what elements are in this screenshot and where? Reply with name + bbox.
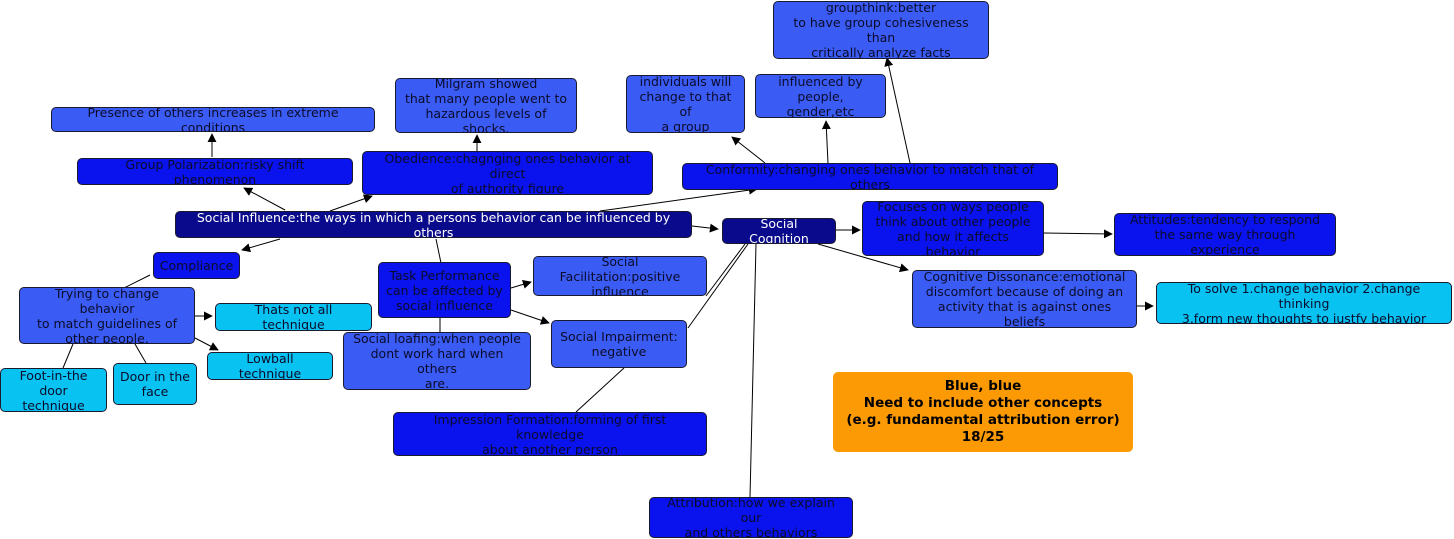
edge-cognition-impairment bbox=[687, 243, 749, 329]
node-social-cognition[interactable]: Social Cognition bbox=[722, 218, 836, 244]
node-focuses-on[interactable]: Focuses on ways people think about other… bbox=[862, 201, 1044, 256]
edge-influence-grouppolarization bbox=[243, 187, 286, 211]
node-cognitive-dissonance[interactable]: Cognitive Dissonance:emotional discomfor… bbox=[912, 270, 1137, 328]
edge-conformity-influencedby bbox=[821, 120, 831, 164]
node-presence-of-others[interactable]: Presence of others increases in extreme … bbox=[51, 107, 375, 132]
edge-compliance-trying bbox=[123, 274, 151, 289]
node-trying-to-change[interactable]: Trying to change behavior to match guide… bbox=[19, 287, 195, 344]
edge-influence-conformity bbox=[599, 185, 758, 212]
node-task-performance[interactable]: Task Performance can be affected by soci… bbox=[378, 262, 511, 318]
node-social-facilitation[interactable]: Social Facilitation:positive influence bbox=[533, 256, 707, 296]
node-conformity[interactable]: Conformity:changing ones behavior to mat… bbox=[682, 163, 1058, 190]
node-groupthink[interactable]: groupthink:better to have group cohesive… bbox=[773, 1, 989, 59]
edge-impairment-impression bbox=[575, 367, 625, 413]
node-social-influence[interactable]: Social Influence:the ways in which a per… bbox=[175, 211, 692, 238]
edge-influence-taskperformance bbox=[435, 238, 442, 264]
edge-cognition-dissonance bbox=[817, 243, 909, 273]
node-obedience[interactable]: Obedience:chagnging ones behavior at dir… bbox=[362, 151, 653, 195]
node-compliance[interactable]: Compliance bbox=[153, 252, 240, 279]
node-attribution[interactable]: Attribution:how we explain our and other… bbox=[649, 497, 853, 538]
node-individuals-change[interactable]: individuals will change to that of a gro… bbox=[626, 75, 745, 133]
node-thats-not-all[interactable]: Thats not all technique bbox=[215, 303, 372, 331]
node-milgram[interactable]: Milgram showed that many people went to … bbox=[395, 78, 577, 133]
edge-influence-obedience bbox=[329, 194, 373, 212]
edge-influence-compliance bbox=[241, 238, 281, 253]
node-to-solve[interactable]: To solve 1.change behavior 2.change thin… bbox=[1156, 282, 1452, 324]
node-door-in-the-face[interactable]: Door in the face bbox=[113, 363, 197, 405]
node-social-impairment[interactable]: Social Impairment: negative bbox=[551, 320, 687, 368]
edge-cognition-facilitation bbox=[705, 243, 746, 297]
edge-conformity-individuals bbox=[731, 136, 766, 164]
node-lowball[interactable]: Lowball technique bbox=[207, 352, 333, 380]
edge-focuses-attitudes bbox=[1043, 229, 1113, 239]
edge-trying-doorinface bbox=[134, 343, 147, 364]
edge-trying-lowball bbox=[194, 337, 219, 351]
edge-influence-socialcognition bbox=[691, 223, 719, 233]
edge-trying-footinthedoor bbox=[62, 343, 74, 369]
node-impression-formation[interactable]: Impression Formation:forming of first kn… bbox=[393, 412, 707, 456]
edge-conformity-groupthink bbox=[884, 57, 911, 164]
node-attitudes[interactable]: Attitudes:tendency to respond the same w… bbox=[1114, 213, 1336, 256]
edge-task-impairment bbox=[510, 309, 550, 325]
node-group-polarization[interactable]: Group Polarization:risky shift phenomeno… bbox=[77, 158, 353, 185]
feedback-note: Blue, blue Need to include other concept… bbox=[833, 372, 1133, 452]
edge-cognition-attribution bbox=[749, 243, 757, 498]
edge-task-facilitation bbox=[510, 280, 532, 289]
node-influenced-by[interactable]: influenced by people, gender,etc bbox=[755, 74, 886, 118]
node-social-loafing[interactable]: Social loafing:when people dont work har… bbox=[343, 332, 531, 390]
node-foot-in-the-door[interactable]: Foot-in-the door technique bbox=[0, 368, 107, 412]
